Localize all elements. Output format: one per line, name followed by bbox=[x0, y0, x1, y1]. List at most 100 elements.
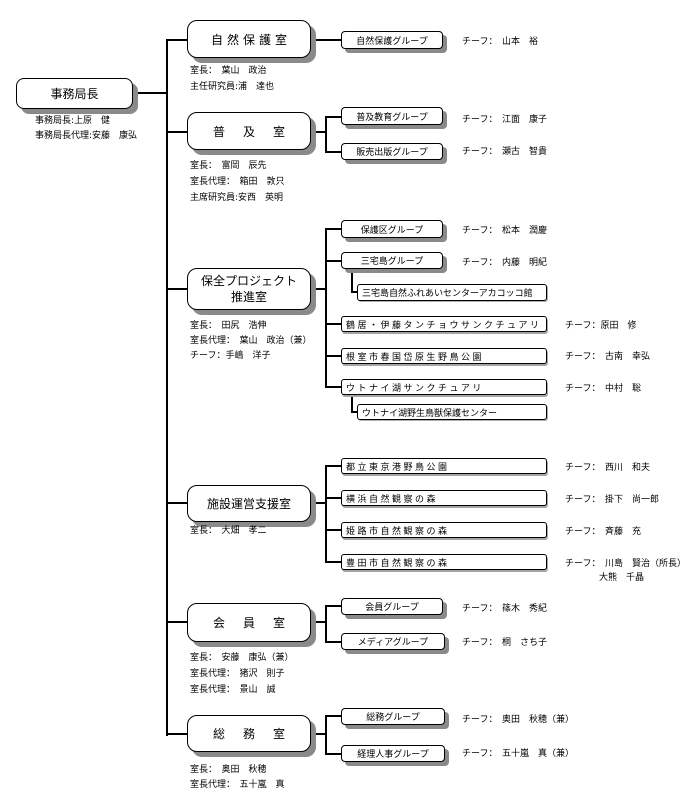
unit-chief: チーフ： 内藤 明紀 bbox=[462, 258, 547, 268]
unit-name: 姫路市自然観察の森 bbox=[346, 526, 450, 537]
unit-chief: チーフ： 中村 聡 bbox=[565, 384, 641, 394]
connector-line bbox=[325, 151, 341, 153]
unit-box-reserve-group: 保護区グループ bbox=[341, 220, 443, 238]
connector-line bbox=[311, 39, 341, 41]
unit-chief: チーフ： 桐 さち子 bbox=[462, 638, 547, 648]
unit-chief: チーフ： 江面 康子 bbox=[462, 115, 547, 125]
connector-line bbox=[311, 131, 326, 133]
unit-chief: チーフ： 篠木 秀紀 bbox=[462, 604, 547, 614]
connector-line bbox=[325, 715, 327, 755]
dept-staff-line: 室長代理： 景山 誠 bbox=[190, 685, 276, 695]
dept-title: 普及室 bbox=[212, 124, 303, 139]
unit-name: 普及教育グループ bbox=[356, 112, 428, 123]
connector-line-to-general-affairs bbox=[166, 733, 187, 735]
connector-line bbox=[325, 465, 341, 467]
dept-staff-line: 室長： 大畑 孝二 bbox=[190, 526, 267, 536]
unit-box-nature-conservation-group: 自然保護グループ bbox=[341, 31, 443, 49]
unit-name: 経理人事グループ bbox=[357, 750, 429, 760]
connector-line bbox=[325, 529, 341, 531]
dept-box-conservation-project: 保全プロジェクト 推進室 bbox=[187, 268, 311, 310]
connector-line bbox=[351, 395, 353, 413]
unit-chief: チーフ： 斉藤 充 bbox=[565, 527, 641, 537]
director-box: 事務局長 bbox=[16, 78, 133, 109]
dept-box-nature-conservation: 自然保護室 bbox=[187, 20, 311, 58]
dept-staff-line: 主任研究員:浦 達也 bbox=[190, 82, 275, 92]
unit-box-accounting-hr-group: 経理人事グループ bbox=[341, 745, 445, 762]
unit-name: 会員グループ bbox=[365, 603, 419, 613]
connector-line bbox=[351, 411, 357, 413]
dept-staff-line: チーフ：手嶋 洋子 bbox=[190, 351, 271, 361]
dept-staff-line: 室長代理： 五十嵐 真 bbox=[190, 780, 285, 790]
dept-staff-line: 室長： 葉山 政治 bbox=[190, 66, 267, 76]
connector-line-director bbox=[133, 92, 167, 94]
unit-box-general-affairs-group: 総務グループ bbox=[341, 708, 445, 725]
unit-box-miyakejima-group: 三宅島グループ bbox=[341, 252, 443, 269]
unit-name: 豊田市自然観察の森 bbox=[346, 558, 450, 569]
unit-box-tsurui-ito-sanctuary: 鶴居・伊藤タンチョウサンクチュアリ bbox=[341, 316, 547, 332]
unit-name: メディアグループ bbox=[357, 638, 429, 648]
dept-staff-line: 室長代理： 葉山 政治（兼） bbox=[190, 336, 312, 346]
dept-title: 施設運営支援室 bbox=[206, 497, 291, 511]
connector-line bbox=[311, 288, 326, 290]
connector-line bbox=[325, 753, 341, 755]
unit-name: ウトナイ湖サンクチュアリ bbox=[346, 383, 484, 394]
connector-line-main-trunk bbox=[166, 39, 168, 736]
connector-line-to-nature-conservation bbox=[166, 39, 187, 41]
unit-name: 総務グループ bbox=[366, 713, 420, 723]
director-title: 事務局長 bbox=[50, 87, 99, 101]
connector-line bbox=[311, 733, 326, 735]
dept-staff-line: 室長： 安藤 康弘（兼） bbox=[190, 653, 294, 663]
dept-staff-line: 室長： 富岡 辰先 bbox=[190, 161, 267, 171]
unit-name: 保護区グループ bbox=[360, 225, 424, 236]
connector-line bbox=[325, 561, 341, 563]
connector-line bbox=[325, 260, 341, 262]
connector-line bbox=[325, 355, 341, 357]
unit-chief: チーフ：原田 修 bbox=[565, 321, 637, 331]
dept-staff-line: 主席研究員:安西 英明 bbox=[190, 193, 284, 203]
unit-name: 鶴居・伊藤タンチョウサンクチュアリ bbox=[346, 320, 542, 331]
connector-line bbox=[325, 465, 327, 563]
facility-box-utonai-wildlife-center: ウトナイ湖野生鳥獣保護センター bbox=[357, 404, 547, 420]
connector-line bbox=[325, 605, 327, 643]
unit-box-education-group: 普及教育グループ bbox=[341, 107, 443, 125]
unit-name: 都立東京港野鳥公園 bbox=[346, 462, 450, 473]
connector-line bbox=[325, 386, 341, 388]
dept-title: 総務室 bbox=[212, 727, 303, 741]
unit-box-toyota-forest: 豊田市自然観察の森 bbox=[341, 554, 547, 570]
unit-chief-extra: 大熊 千晶 bbox=[599, 573, 645, 583]
connector-line-to-education bbox=[166, 131, 187, 133]
dept-box-membership: 会員室 bbox=[187, 603, 311, 642]
dept-title-line: 推進室 bbox=[230, 290, 267, 304]
unit-chief: チーフ： 古南 幸弘 bbox=[565, 352, 650, 362]
connector-line bbox=[325, 323, 341, 325]
connector-line bbox=[325, 641, 341, 643]
connector-line bbox=[325, 497, 341, 499]
dept-box-general-affairs: 総務室 bbox=[187, 715, 311, 752]
unit-box-media-group: メディアグループ bbox=[341, 633, 445, 650]
dept-staff-line: 室長代理： 猪沢 則子 bbox=[190, 669, 285, 679]
unit-box-utonai-sanctuary: ウトナイ湖サンクチュアリ bbox=[341, 379, 547, 395]
dept-staff-line: 室長： 田尻 浩伸 bbox=[190, 321, 267, 331]
director-staff-line: 事務局長代理:安藤 康弘 bbox=[35, 131, 138, 141]
unit-chief: チーフ： 川島 賢治（所長） bbox=[565, 559, 684, 569]
connector-line bbox=[325, 116, 327, 153]
unit-name: 根室市春国岱原生野鳥公園 bbox=[346, 352, 485, 363]
unit-name: 三宅島グループ bbox=[360, 257, 424, 267]
unit-chief: チーフ： 瀬古 智貴 bbox=[462, 147, 547, 157]
connector-line bbox=[325, 715, 341, 717]
unit-box-yokohama-forest: 横浜自然観察の森 bbox=[341, 490, 547, 506]
dept-title: 会員室 bbox=[212, 616, 303, 630]
dept-box-facility-support: 施設運営支援室 bbox=[187, 485, 311, 522]
connector-line bbox=[325, 228, 341, 230]
unit-chief: チーフ： 山本 裕 bbox=[462, 37, 538, 47]
connector-line bbox=[311, 502, 326, 504]
director-staff-line: 事務局長:上原 健 bbox=[35, 116, 111, 126]
dept-staff-line: 室長： 奥田 秋穂 bbox=[190, 765, 267, 775]
connector-line-to-conservation-project bbox=[166, 288, 187, 290]
connector-line-to-facility-support bbox=[166, 502, 187, 504]
connector-line bbox=[311, 621, 326, 623]
dept-box-education: 普及室 bbox=[187, 112, 311, 150]
unit-chief: チーフ： 奥田 秋穂（兼） bbox=[462, 715, 574, 725]
unit-box-himeji-forest: 姫路市自然観察の森 bbox=[341, 522, 547, 538]
dept-staff-line: 室長代理： 箱田 敦只 bbox=[190, 177, 285, 187]
